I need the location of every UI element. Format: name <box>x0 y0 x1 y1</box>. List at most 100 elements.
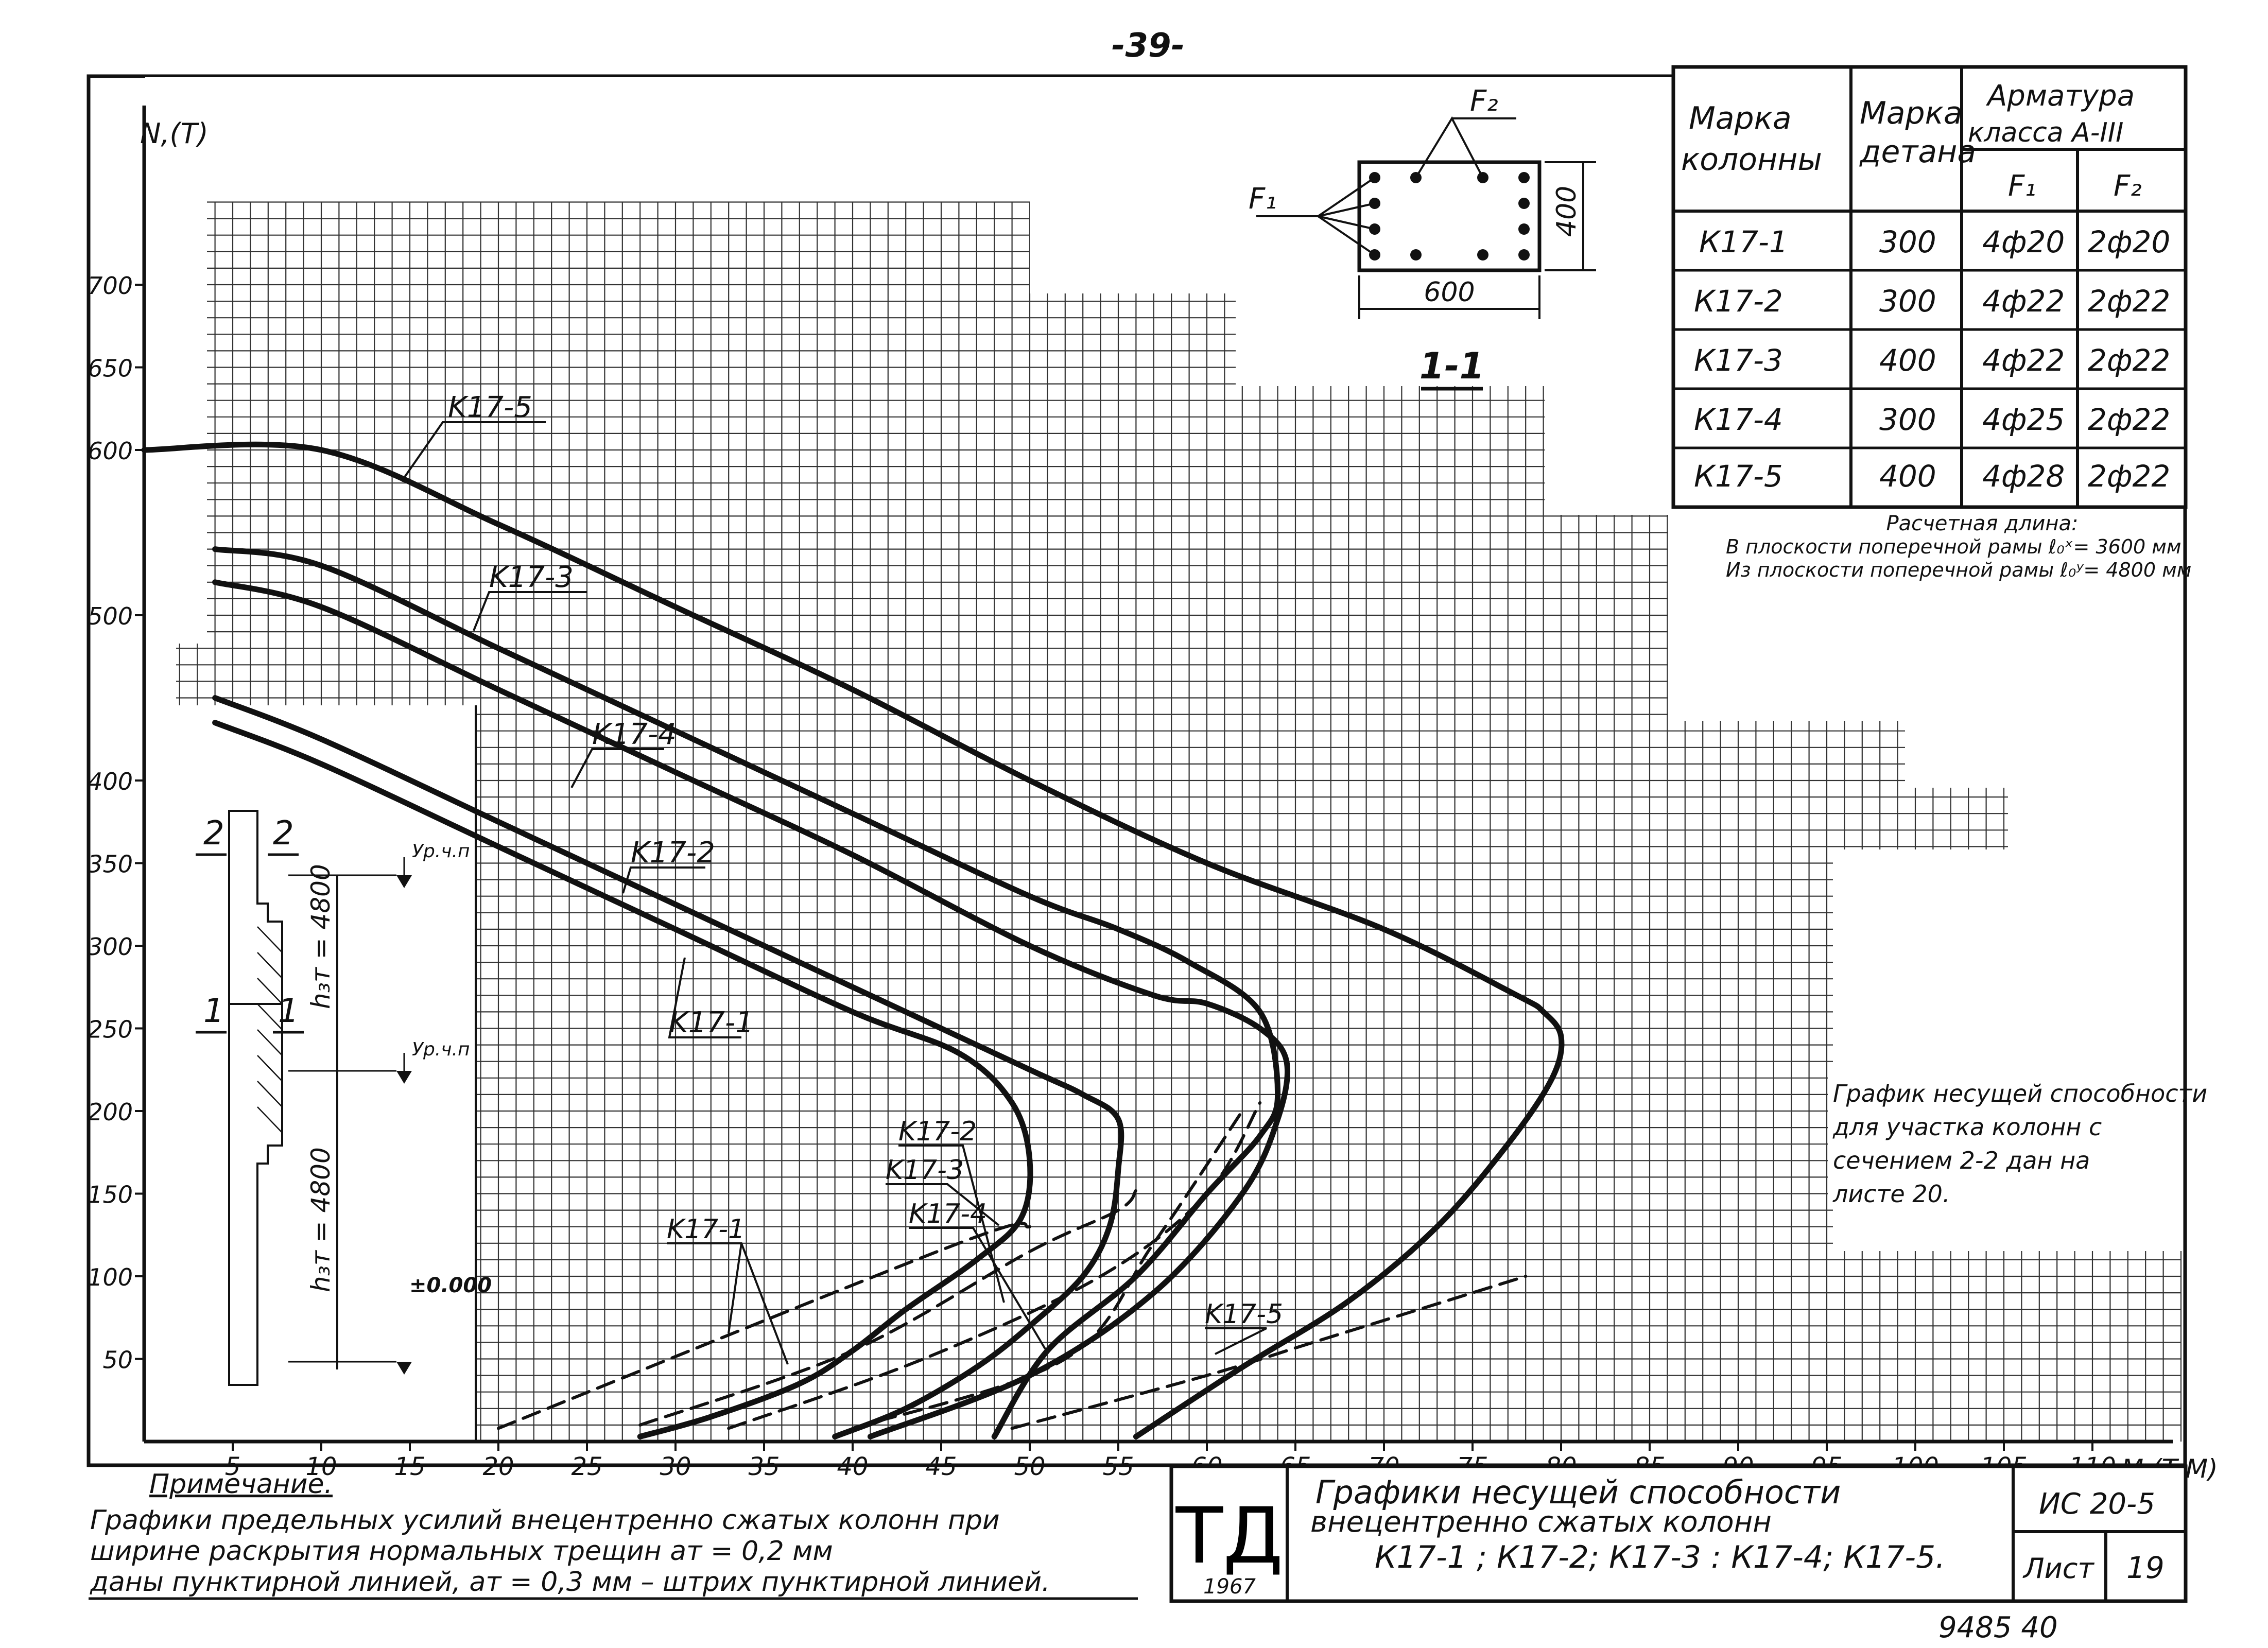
row-f2: 2ф22 <box>2088 343 2170 378</box>
header-armature-1: Арматура <box>1986 79 2135 113</box>
curve-leader-line <box>667 1242 789 1365</box>
row-detail: 400 <box>1879 343 1936 378</box>
drawing-code: ИС 20-5 <box>2039 1487 2155 1521</box>
header-column-mark-2: колонны <box>1681 142 1822 178</box>
y-tick-label: 200 <box>88 1098 133 1126</box>
x-tick-label: 30 <box>660 1452 691 1481</box>
chart-grid <box>144 201 2182 1442</box>
x-tick-label: 40 <box>837 1452 868 1481</box>
table-row: К17-3 400 4ф22 2ф22 <box>1694 343 2170 378</box>
header-armature-2: класса А-III <box>1968 117 2123 148</box>
header-f2: F₂ <box>2114 169 2142 203</box>
bottom-note: Примечание. Графики предельных усилий вн… <box>89 1469 1138 1600</box>
y-tick-label: 600 <box>88 437 133 465</box>
row-mark: К17-5 <box>1694 459 1783 494</box>
series-dashed-k17-1 <box>497 1222 1031 1430</box>
curve-leader-line <box>886 1183 1000 1226</box>
curve-leader-line <box>401 421 546 482</box>
y-tick-label: 400 <box>88 768 133 795</box>
sheet-label: Лист <box>2022 1552 2094 1585</box>
width-label: 600 <box>1424 277 1475 308</box>
level-marker-top <box>396 875 412 888</box>
row-f1: 4ф25 <box>1982 402 2065 437</box>
curve-leader-line <box>1205 1327 1267 1355</box>
series-solid-k17-3 <box>212 579 1291 1439</box>
y-tick-label: 100 <box>88 1263 133 1291</box>
header-f1: F₁ <box>2008 169 2036 203</box>
y-tick-label: 250 <box>88 1016 133 1044</box>
table-row: К17-5 400 4ф28 2ф22 <box>1694 459 2170 494</box>
section-title: 1-1 <box>1419 345 1484 387</box>
level-marker-mid <box>396 1071 412 1084</box>
table-row: К17-2 300 4ф22 2ф22 <box>1694 284 2170 319</box>
row-f1: 4ф22 <box>1982 284 2065 319</box>
note-line-1: Графики предельных усилий внецентренно с… <box>90 1505 1000 1536</box>
design-length-title: Расчетная длина: <box>1886 512 2079 535</box>
blank-area <box>145 77 547 185</box>
side-note-line-1: График несущей способности <box>1833 1080 2207 1107</box>
level-label-top: Ур.ч.п <box>412 841 470 862</box>
y-tick-label: 150 <box>88 1181 133 1209</box>
td-logo: ТД <box>1175 1491 1284 1581</box>
row-f2: 2ф22 <box>2088 459 2170 494</box>
row-mark: К17-1 <box>1699 224 1788 259</box>
x-tick-label: 5 <box>225 1452 241 1481</box>
section-1-1: F₂ F₁ 600 400 1-1 <box>1249 84 1596 391</box>
note-title: Примечание. <box>149 1469 333 1500</box>
dashed-label-k17-4: K17-4 <box>909 1199 987 1229</box>
series-solid-k17-5 <box>141 441 1565 1439</box>
height-label: 400 <box>1551 186 1582 237</box>
year: 1967 <box>1203 1575 1256 1599</box>
design-length-note: Расчетная длина: В плоскости поперечной … <box>1720 510 2191 584</box>
upper-height-label: h₃т = 4800 <box>306 864 336 1009</box>
title-line-2: внецентренно сжатых колонн <box>1310 1505 1772 1539</box>
curve-leaders <box>401 421 1267 1365</box>
table-row: К17-1 300 4ф20 2ф20 <box>1699 224 2170 259</box>
curve-label-k17-3: K17-3 <box>489 561 574 594</box>
archive-number: 9485 40 <box>1938 1611 2058 1644</box>
y-tick-label: 300 <box>88 933 133 961</box>
dashed-label-k17-3: K17-3 <box>886 1155 964 1186</box>
series-solid-k17-4 <box>212 546 1281 1439</box>
row-f2: 2ф20 <box>2088 224 2170 259</box>
curve-label-k17-1: K17-1 <box>669 1006 754 1039</box>
x-tick-label: 55 <box>1102 1452 1134 1481</box>
design-length-line-1: В плоскости поперечной рамы ℓ₀ˣ= 3600 мм <box>1726 535 2182 558</box>
column-outline <box>228 810 283 1386</box>
row-f2: 2ф22 <box>2088 402 2170 437</box>
curve-label-k17-5: K17-5 <box>448 391 532 424</box>
side-note: График несущей способности для участка к… <box>1828 1073 2207 1208</box>
series-layer <box>141 441 1565 1439</box>
y-tick-label: 50 <box>102 1346 133 1374</box>
sheet-frame <box>86 74 2187 1467</box>
curve-label-k17-2: K17-2 <box>631 836 715 870</box>
row-mark: К17-4 <box>1694 402 1783 437</box>
f1-label: F₁ <box>1249 182 1277 216</box>
curve-leader-line <box>909 1227 1046 1350</box>
series-dashed-k17-3 <box>727 1101 1262 1430</box>
blank-area <box>145 705 475 1442</box>
row-detail: 300 <box>1879 224 1936 259</box>
note-line-3: даны пунктирной линией, aт = 0,3 мм – шт… <box>90 1567 1050 1598</box>
solid-curve-labels: K17-5 K17-3 K17-4 K17-2 K17-1 <box>448 391 754 1039</box>
row-f1: 4ф20 <box>1982 224 2065 259</box>
column-hatch <box>257 926 283 1133</box>
series-dashed-k17-5 <box>1010 1275 1528 1430</box>
header-detail-mark-1: Марка <box>1860 95 1963 131</box>
row-detail: 400 <box>1879 459 1936 494</box>
x-tick-label: 50 <box>1014 1452 1045 1481</box>
row-mark: К17-3 <box>1694 343 1783 378</box>
row-f2: 2ф22 <box>2088 284 2170 319</box>
title-line-1: Графики несущей способности <box>1315 1473 1841 1511</box>
reinforcement-table: Марка колонны Марка детана Арматура клас… <box>1671 65 2188 509</box>
lower-height-label: h₃т = 4800 <box>306 1147 336 1292</box>
curve-leader-line <box>570 748 664 788</box>
row-mark: К17-2 <box>1694 284 1783 319</box>
page-number: -39- <box>1112 27 1185 65</box>
dashed-label-k17-5: K17-5 <box>1205 1299 1283 1330</box>
series-solid-k17-1 <box>212 720 1033 1439</box>
section-mark-1-right: 1 <box>278 992 299 1030</box>
section-mark-1-left: 1 <box>203 992 224 1030</box>
design-length-line-2: Из плоскости поперечной рамы ℓ₀ʸ= 4800 м… <box>1726 559 2191 581</box>
